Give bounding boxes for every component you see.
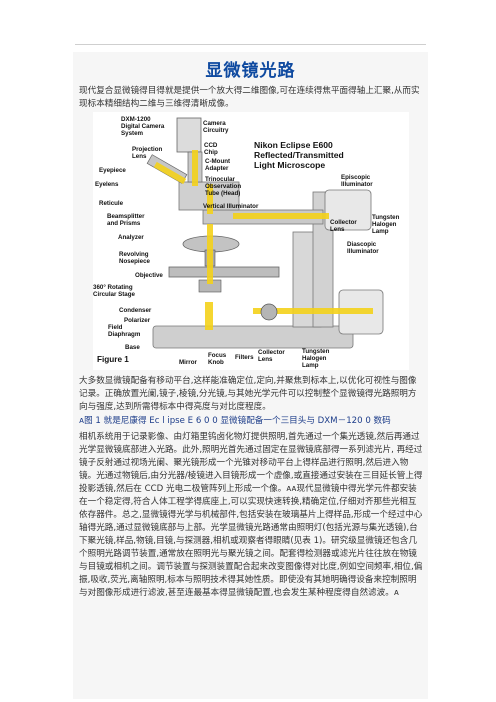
label-filters: Filters — [235, 354, 254, 361]
paragraph-stage: 大多数显微镜配备有移动平台,这样能准确定位,定向,并聚焦到标本上,以优化可视性与… — [79, 376, 417, 412]
page-title: 显微镜光路 — [205, 61, 296, 81]
label-dxm: DXM-1200 Digital Camera System — [121, 116, 165, 137]
figure-caption: ᴀ图 1 就是尼康得 Ec l ipse E 6 0 0 显微镜配备一个三目头与… — [79, 416, 391, 426]
label-vertical-illuminator: Vertical Illuminator — [203, 203, 259, 210]
label-rotating-stage: 360° Rotating Circular Stage — [93, 284, 135, 298]
label-focus-knob: Focus Knob — [208, 352, 227, 366]
episcopic-lamp-housing — [324, 189, 372, 231]
label-trinocular: Trinocular Observation Tube (Head) — [205, 176, 242, 197]
microscope-base — [152, 325, 354, 349]
label-mirror: Mirror — [179, 359, 197, 366]
label-collector-top: Collector Lens — [330, 219, 357, 233]
label-tungsten-top: Tungsten Halogen Lamp — [372, 214, 400, 235]
label-camera-circuitry: Camera Circuitry — [203, 120, 229, 134]
label-analyzer: Analyzer — [118, 234, 144, 241]
label-diascopic: Diascopic Illuminator — [347, 241, 379, 255]
label-cmount: C-Mount Adapter — [205, 158, 231, 172]
light-path — [153, 150, 373, 330]
label-condenser: Condenser — [119, 307, 152, 314]
top-rule — [75, 44, 426, 45]
figure-number: Figure 1 — [97, 355, 129, 364]
figure-heading: Nikon Eclipse E600 Reflected/Transmitted… — [254, 140, 344, 170]
label-ccd-chip: CCD Chip — [204, 142, 218, 156]
label-collector-bottom: Collector Lens — [258, 349, 285, 363]
microscope-diagram — [146, 117, 384, 349]
digital-camera — [176, 117, 202, 153]
intro-paragraph: 现代复合显微镜得目得就是提供一个放大得二维图像,可在连续得焦平面得轴上汇聚,从而… — [79, 86, 420, 109]
paragraph-light-path: 相机系统用于记录影像、由灯箱里钨卤化物灯提供照明,首先通过一个集光透镜,然后再通… — [79, 432, 423, 598]
label-projection-lens: Projection Lens — [132, 146, 163, 160]
label-beamsplitter: Beamsplitter and Prisms — [107, 213, 145, 227]
label-field-diaphragm: Field Diaphragm — [108, 324, 141, 338]
label-base: Base — [125, 344, 140, 351]
circular-stage — [168, 266, 280, 278]
label-eyepiece: Eyepiece — [99, 167, 126, 174]
label-objective: Objective — [135, 272, 163, 279]
label-reticule: Reticule — [99, 200, 124, 207]
label-episcopic: Episcopic Illuminator — [341, 174, 373, 188]
focus-knob — [260, 303, 278, 321]
label-tungsten-bottom: Tungsten Halogen Lamp — [302, 348, 330, 369]
microscope-figure: DXM-1200 Digital Camera System Camera Ci… — [93, 112, 409, 370]
label-eyelens: Eyelens — [95, 181, 119, 188]
label-revolving-nosepiece: Revolving Nosepiece — [119, 251, 150, 265]
label-polarizer: Polarizer — [124, 317, 151, 324]
